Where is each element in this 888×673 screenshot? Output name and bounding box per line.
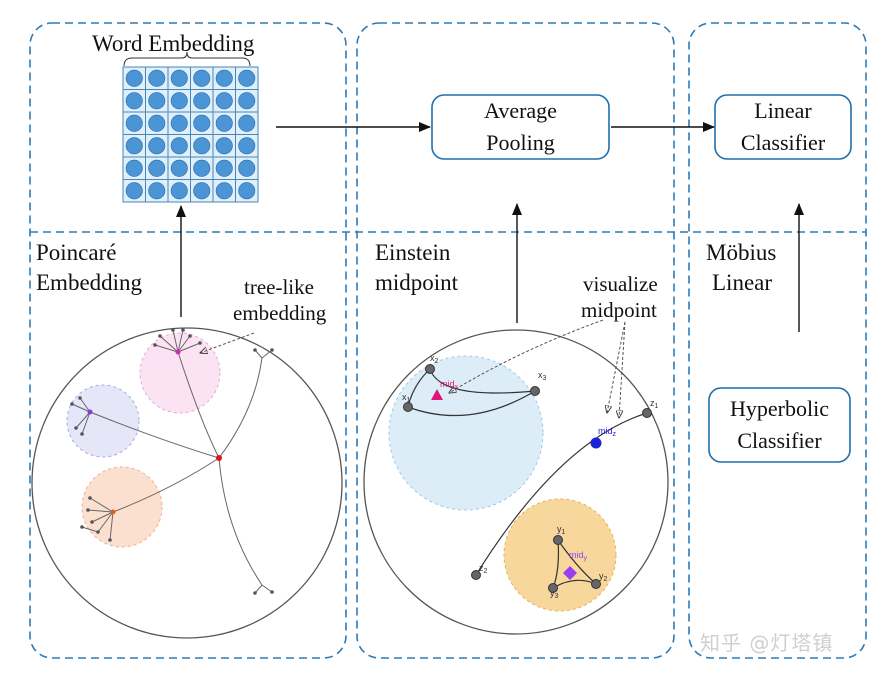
right-panel-border — [688, 22, 867, 659]
embedding-dot — [170, 69, 188, 87]
embedding-dot — [148, 69, 166, 87]
embedding-dot — [170, 92, 188, 110]
mid-z-marker — [590, 437, 602, 449]
einstein-title-line1: Einstein — [375, 240, 451, 265]
einstein-disk — [363, 319, 669, 635]
watermark: 知乎 @灯塔镇 — [700, 631, 834, 655]
poincare-title-line1: Poincaré — [36, 240, 117, 265]
embedding-dot — [215, 159, 233, 177]
embedding-dot — [170, 137, 188, 155]
embedding-dot — [193, 182, 211, 200]
average-pooling-line1: Average — [484, 98, 557, 123]
embedding-dot — [125, 137, 143, 155]
embedding-dot — [125, 182, 143, 200]
embedding-dot — [215, 137, 233, 155]
mid-x-marker — [431, 389, 443, 400]
tree-like-annotation-line2: embedding — [233, 301, 327, 325]
visualize-pointer-x — [449, 319, 604, 393]
hyperbolic-classifier-label: Hyperbolic Classifier — [709, 393, 850, 457]
label-x2: x2 — [430, 353, 439, 365]
mobius-title-line1: Möbius — [706, 240, 777, 265]
embedding-dot — [238, 114, 256, 132]
embedding-dot — [193, 114, 211, 132]
average-pooling-line2: Pooling — [486, 130, 555, 155]
hyperbolic-classifier-line1: Hyperbolic — [730, 396, 829, 421]
embedding-dot — [170, 159, 188, 177]
average-pooling-label: Average Pooling — [432, 95, 609, 159]
visualize-pointer-z2 — [619, 321, 626, 418]
visualize-pointer-z — [607, 321, 626, 413]
left-panel-border — [29, 22, 347, 659]
tree-like-pointer — [200, 332, 255, 353]
mid-y-marker — [563, 566, 577, 580]
embedding-dot — [238, 159, 256, 177]
embedding-dot — [215, 92, 233, 110]
mobius-title-line2: Linear — [712, 270, 773, 295]
label-y3: y3 — [550, 588, 559, 600]
embedding-dot — [170, 182, 188, 200]
embedding-dot — [238, 69, 256, 87]
embedding-dot — [148, 137, 166, 155]
embedding-dot — [148, 159, 166, 177]
linear-classifier-box — [714, 94, 852, 160]
poincare-disk — [31, 327, 343, 639]
embedding-dot — [148, 114, 166, 132]
label-y2: y2 — [599, 571, 608, 583]
embedding-dot — [238, 92, 256, 110]
embedding-dot — [125, 92, 143, 110]
einstein-title-line2: midpoint — [375, 270, 459, 295]
visualize-annotation-line2: midpoint — [581, 298, 657, 322]
embedding-dot — [238, 137, 256, 155]
embedding-dot — [215, 69, 233, 87]
embedding-dot — [170, 114, 188, 132]
label-z1: z1 — [650, 398, 659, 410]
linear-classifier-line2: Classifier — [740, 130, 826, 155]
embedding-dot — [125, 159, 143, 177]
embedding-dot — [193, 159, 211, 177]
embedding-dot — [238, 182, 256, 200]
embedding-dot — [193, 137, 211, 155]
visualize-annotation-line1: visualize — [583, 272, 658, 296]
embedding-dot — [215, 182, 233, 200]
linear-classifier-line1: Linear — [754, 98, 812, 123]
linear-classifier-label: Linear Classifier — [715, 95, 851, 159]
average-pooling-box — [431, 94, 610, 160]
embedding-dot — [193, 69, 211, 87]
label-x3: x3 — [538, 370, 547, 382]
embedding-dot — [148, 182, 166, 200]
word-embedding-grid — [122, 66, 259, 203]
label-y1: y1 — [557, 524, 566, 536]
label-mid-y: midy — [569, 550, 588, 562]
hyperbolic-classifier-line2: Classifier — [737, 428, 822, 453]
middle-panel-border — [356, 22, 675, 659]
embedding-dot — [125, 114, 143, 132]
word-embedding-title: Word Embedding — [92, 31, 255, 56]
label-mid-z: midz — [598, 426, 617, 438]
embedding-dot — [148, 92, 166, 110]
label-z2: z2 — [479, 563, 488, 575]
poincare-title-line2: Embedding — [36, 270, 143, 295]
embedding-dot — [193, 92, 211, 110]
embedding-dot — [215, 114, 233, 132]
grid-brace — [123, 51, 251, 67]
tree-like-annotation-line1: tree-like — [244, 275, 314, 299]
label-mid-x: midx — [440, 379, 459, 391]
embedding-dot — [125, 69, 143, 87]
label-x1: x1 — [402, 392, 411, 404]
hyperbolic-classifier-box — [708, 387, 851, 463]
